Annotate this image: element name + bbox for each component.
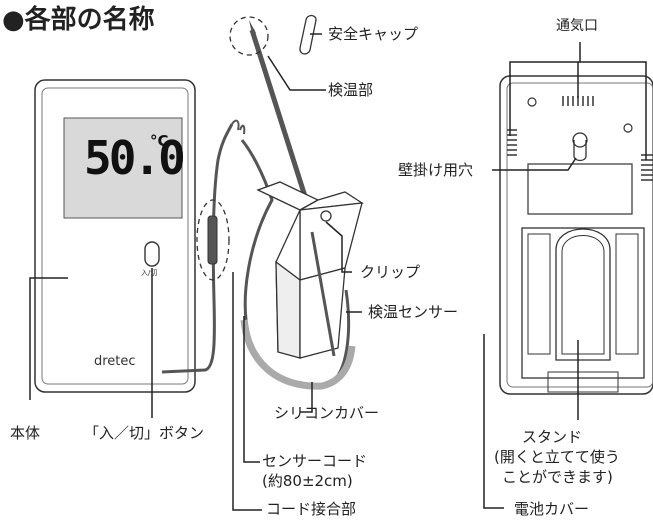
label-battery-cover: 電池カバー: [514, 500, 590, 518]
label-stand-note2: ことができます): [502, 468, 613, 486]
label-clip: クリップ: [360, 263, 421, 281]
label-vent: 通気口: [556, 18, 598, 34]
display-unit: °C: [150, 132, 169, 150]
label-stand-title: スタンド: [522, 428, 583, 446]
label-wall-hole: 壁掛け用穴: [398, 161, 474, 179]
label-stand: スタンド (開くと立てて使う ことができます): [494, 427, 620, 487]
label-probe-tip: 検温部: [328, 81, 374, 99]
display-reading: 50.0: [84, 131, 186, 185]
probe-tip-circle: [229, 16, 269, 56]
back-body: [499, 75, 653, 395]
brand-logo: dretec: [94, 354, 136, 369]
label-power-button: 「入／切」ボタン: [84, 424, 205, 442]
label-safety-cap: 安全キャップ: [328, 25, 419, 43]
main-body: [34, 79, 196, 393]
safety-cap-shape: [299, 14, 317, 55]
button-caption: 入/切: [141, 269, 158, 277]
label-main-body: 本体: [10, 424, 41, 442]
label-cord-length: (約80±2cm): [262, 472, 353, 490]
label-silicone-cover: シリコンカバー: [274, 404, 380, 422]
cord-joint-circle: [196, 199, 230, 281]
clip-shape: [256, 181, 364, 359]
probe-rod: [249, 29, 313, 213]
label-sensor: 検温センサー: [368, 303, 459, 321]
label-cord-joint: コード接合部: [266, 500, 357, 518]
diagram-title: ●各部の名称: [2, 5, 155, 35]
label-stand-note1: (開くと立てて使う: [494, 448, 620, 466]
cord-joint-shape: [207, 215, 218, 265]
label-sensor-cord: センサーコード: [262, 452, 368, 470]
power-button-shape: [144, 241, 160, 267]
lcd-screen: [63, 117, 183, 219]
